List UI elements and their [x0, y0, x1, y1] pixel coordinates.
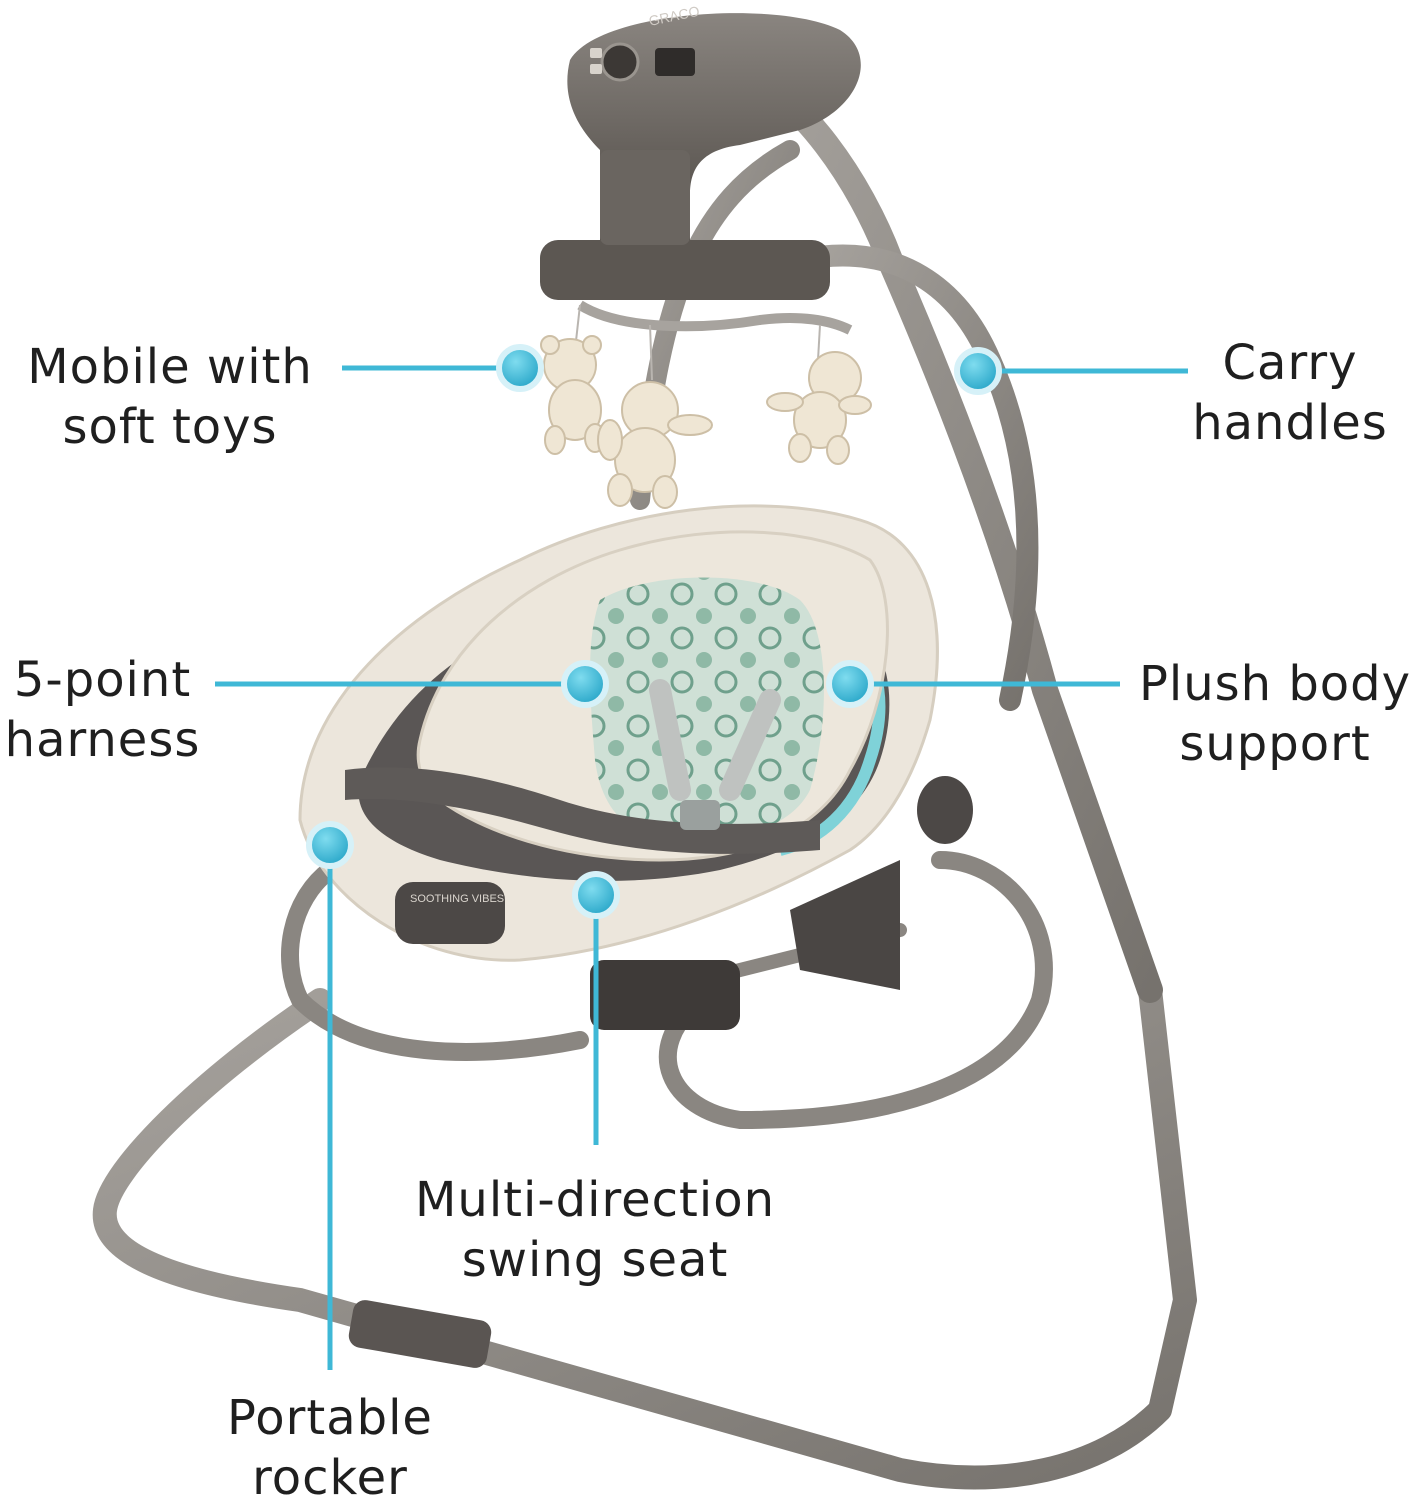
callout-dot-icon [826, 660, 874, 708]
callout-harness-line2: harness [4, 712, 201, 768]
toy-bear-middle [597, 381, 713, 509]
seat-pattern [590, 577, 824, 841]
callout-mobile: Mobile with soft toys [20, 337, 320, 457]
callout-rocker-line2: rocker [252, 1450, 408, 1506]
console-button-2[interactable] [590, 64, 602, 74]
harness-straps [649, 679, 781, 801]
speed-dial[interactable] [600, 42, 640, 82]
callout-multi-line2: swing seat [461, 1232, 729, 1288]
harness-buckle[interactable] [680, 800, 720, 830]
callout-carry: Carry handles [1180, 333, 1400, 453]
callout-harness-line1: 5-point [13, 652, 192, 708]
frame-connector [348, 1300, 492, 1368]
callout-plush-line2: support [1179, 716, 1371, 772]
console-display [655, 48, 695, 76]
callout-dot-icon [954, 347, 1002, 395]
callout-dot-icon [306, 821, 354, 869]
console-button-1[interactable] [590, 48, 602, 58]
seat-control-panel[interactable] [395, 882, 505, 944]
callout-mobile-line2: soft toys [62, 399, 278, 455]
callout-dots [306, 344, 1002, 919]
callout-dot-icon [572, 871, 620, 919]
toy-bear-left [540, 335, 606, 455]
callout-rocker-line1: Portable [227, 1390, 433, 1446]
toy-bear-right [766, 351, 872, 465]
callout-rocker: Portable rocker [210, 1388, 450, 1508]
seat: SOOTHING VIBES [298, 504, 973, 1030]
callout-plush-line1: Plush body [1138, 656, 1412, 712]
rocker-rail-left [281, 861, 589, 1061]
callout-lines [215, 365, 1188, 1370]
callout-multi: Multi-direction swing seat [400, 1170, 790, 1290]
mobile [540, 300, 872, 509]
motor-console: GRACO [540, 3, 861, 300]
callout-plush: Plush body support [1130, 654, 1420, 774]
seat-control-label: SOOTHING VIBES [410, 893, 504, 905]
callout-harness: 5-point harness [0, 650, 205, 770]
callout-carry-line2: handles [1192, 395, 1388, 451]
callout-dot-icon [561, 660, 609, 708]
callout-multi-line1: Multi-direction [415, 1172, 775, 1228]
callout-dot-icon [496, 344, 544, 392]
rocker-rail-right [659, 851, 1053, 1129]
recline-knob[interactable] [917, 776, 973, 844]
callout-carry-line1: Carry [1222, 335, 1358, 391]
frame-base [92, 978, 1197, 1490]
callout-mobile-line1: Mobile with [27, 339, 313, 395]
